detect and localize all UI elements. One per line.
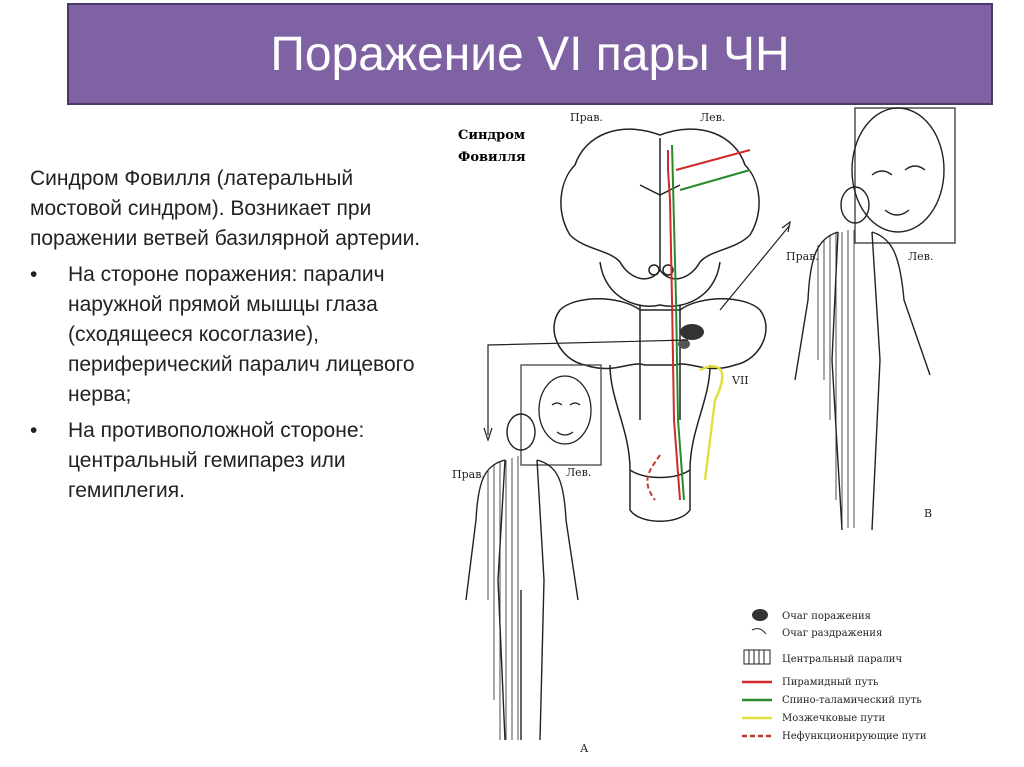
brain-left-label: Лев. xyxy=(700,111,725,124)
fovill-diagram: Синдром Фовилля VII Прав. Лев. Л xyxy=(452,107,956,755)
legend-label: Мозжечковые пути xyxy=(782,713,885,724)
irritation-focus xyxy=(678,339,690,349)
body-figure-b xyxy=(794,186,931,531)
bullet-item: • На противоположной стороне: центральный… xyxy=(30,416,430,506)
pyramidal-pathway xyxy=(667,150,681,501)
bullet-text: На стороне поражения: паралич наружной п… xyxy=(68,263,415,406)
slide-title: Поражение VI пары ЧН xyxy=(270,27,790,81)
nonfunctional-pathway xyxy=(646,454,661,501)
face-figure-a xyxy=(520,364,602,466)
lesion-focus xyxy=(680,324,704,340)
cerebellar-pathway xyxy=(699,365,724,481)
hatch-figure-a xyxy=(487,456,519,740)
legend-swatch-paralysis xyxy=(743,649,771,665)
brain-right-label: Прав. xyxy=(570,111,603,124)
body-figure-a xyxy=(465,413,579,741)
diagram-heading-2: Фовилля xyxy=(458,150,526,165)
legend-label: Нефункционирующие пути xyxy=(782,731,927,742)
hatch-figure-b xyxy=(817,230,855,528)
face-figure-b xyxy=(851,107,956,244)
slide-body: Синдром Фовилля (латеральный мостовой си… xyxy=(30,164,430,512)
spinothalamic-pathway xyxy=(671,144,685,501)
legend-label: Очаг раздражения xyxy=(782,628,882,639)
legend-label: Пирамидный путь xyxy=(782,677,879,688)
bullet-dot: • xyxy=(30,419,38,442)
connector-arrows xyxy=(483,220,791,442)
legend-swatch-lesion xyxy=(752,609,768,621)
face-a-left-label: Лев. xyxy=(566,466,591,479)
bullet-item: • На стороне поражения: паралич наружной … xyxy=(30,260,430,410)
slide-title-bar: Поражение VI пары ЧН xyxy=(67,3,993,105)
legend: Очаг поражения Очаг раздражения Централь… xyxy=(742,609,927,742)
figure-b-letter: В xyxy=(924,507,932,520)
figure-b-left-label: Лев. xyxy=(908,250,933,263)
legend-label: Центральный паралич xyxy=(782,654,902,665)
nerve-label: VII xyxy=(731,374,749,387)
figure-a-letter: А xyxy=(580,742,589,755)
brain-section xyxy=(553,128,767,522)
intro-text: Синдром Фовилля (латеральный мостовой си… xyxy=(30,167,421,250)
bullet-text: На противоположной стороне: центральный … xyxy=(68,419,365,502)
pyramidal-branch xyxy=(675,149,751,171)
bullet-dot: • xyxy=(30,263,38,286)
figure-a-right-label: Прав. xyxy=(452,468,485,481)
bullet-list: • На стороне поражения: паралич наружной … xyxy=(30,260,430,506)
diagram-heading-1: Синдром xyxy=(458,128,525,143)
legend-label: Спино-таламический путь xyxy=(782,695,922,706)
legend-label: Очаг поражения xyxy=(782,611,871,622)
legend-swatch-irritation xyxy=(751,628,767,635)
figure-b-right-label: Прав. xyxy=(786,250,819,263)
spinothalamic-branch xyxy=(679,169,751,191)
